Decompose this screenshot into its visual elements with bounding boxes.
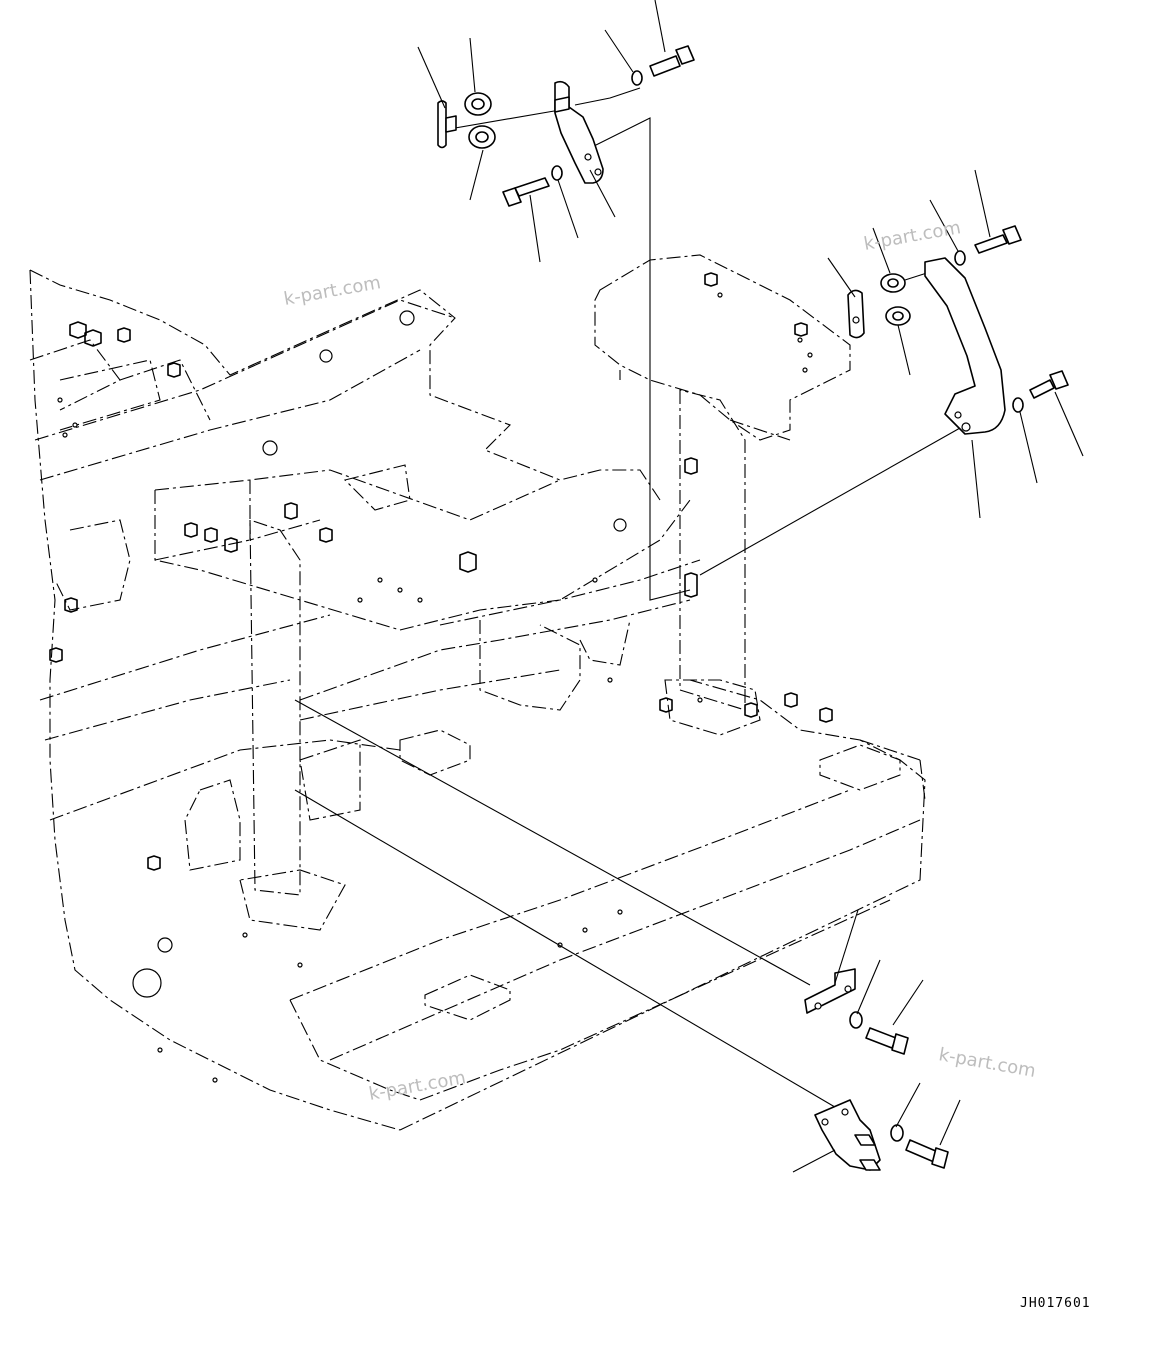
watermark-4: k-part.com — [937, 1044, 1037, 1082]
watermark-3: k-part.com — [367, 1067, 467, 1105]
frame-holes — [57, 292, 813, 1083]
bracket-lower-first — [804, 968, 909, 1055]
watermarks: k-part.com k-part.com k-part.com k-part.… — [282, 217, 1037, 1105]
machine-frame — [29, 254, 926, 1131]
bracket-upper-left — [437, 45, 695, 207]
watermark-1: k-part.com — [282, 272, 382, 310]
frame-bolts — [49, 272, 833, 871]
explode-lines — [294, 87, 961, 1111]
watermark-2: k-part.com — [862, 217, 962, 255]
bracket-upper-right — [847, 225, 1069, 435]
callout-leaders — [417, 0, 1084, 1173]
drawing-code: JH017601 — [1020, 1296, 1091, 1311]
bracket-lower-second — [814, 1099, 949, 1171]
